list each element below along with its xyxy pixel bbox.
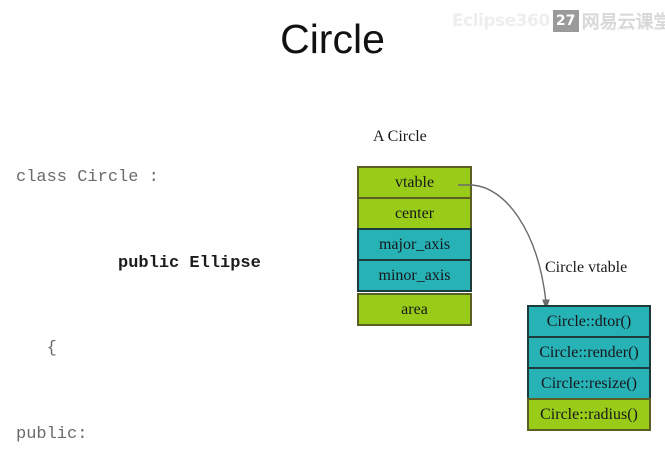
object-cell-major-axis: major_axis: [357, 228, 472, 261]
vtable-cell-radius: Circle::radius(): [527, 398, 651, 431]
code-line: public Ellipse: [16, 253, 261, 273]
object-layout-box: vtable center major_axis minor_axis area: [357, 166, 472, 326]
object-cell-minor-axis: minor_axis: [357, 259, 472, 292]
object-cell-area: area: [357, 293, 472, 326]
vtable-diagram-label: Circle vtable: [545, 259, 628, 276]
page-title: Circle: [280, 16, 385, 62]
vtable-box: Circle::dtor() Circle::render() Circle::…: [527, 305, 651, 431]
object-cell-center: center: [357, 197, 472, 230]
object-diagram-label: A Circle: [373, 128, 427, 145]
code-block: class Circle : public Ellipse { public: …: [16, 107, 346, 454]
vtable-cell-render: Circle::render(): [527, 336, 651, 369]
vtable-cell-dtor: Circle::dtor(): [527, 305, 651, 338]
code-line: class Circle :: [16, 168, 159, 187]
code-line: public:: [16, 424, 88, 444]
code-line: {: [16, 339, 57, 358]
object-cell-vtable: vtable: [357, 166, 472, 199]
vtable-cell-resize: Circle::resize(): [527, 367, 651, 400]
